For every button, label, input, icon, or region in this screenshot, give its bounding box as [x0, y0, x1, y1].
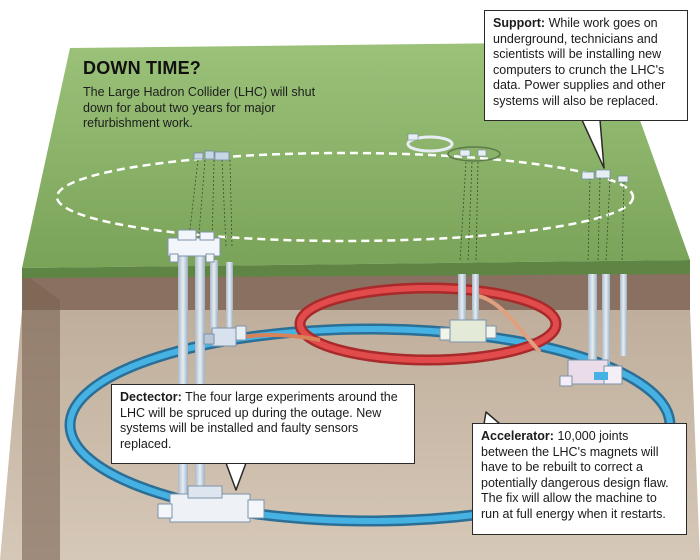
shaft-mid-1: [458, 274, 466, 322]
injector-ring-highlight: [297, 285, 559, 363]
title-block: DOWN TIME? The Large Hadron Collider (LH…: [83, 58, 323, 132]
detector-cavern-left: [203, 325, 247, 347]
detector-text: The four large experiments around the LH…: [120, 390, 398, 451]
detector-label: Dectector:: [120, 390, 182, 404]
support-text: While work goes on underground, technici…: [493, 16, 666, 108]
shaft-left-2: [195, 256, 205, 506]
earth-wall-shadow: [22, 272, 60, 560]
accelerator-callout: Accelerator: 10,000 joints between the L…: [472, 423, 687, 535]
shaft-left-1: [178, 256, 188, 506]
headline: DOWN TIME?: [83, 58, 201, 78]
accelerator-label: Accelerator:: [481, 429, 554, 443]
transfer-line-2: [477, 294, 542, 354]
access-building-left: [167, 229, 221, 263]
surface-building-left: [193, 150, 230, 161]
shaft-right-2: [602, 274, 610, 364]
intro-text: The Large Hadron Collider (LHC) will shu…: [83, 85, 316, 130]
surface-ring-outline: [55, 151, 635, 243]
detector-cavern-mid: [439, 319, 497, 343]
accelerator-text: 10,000 joints between the LHC's magnets …: [481, 429, 669, 521]
detector-callout: Dectector: The four large experiments ar…: [111, 384, 415, 464]
shaft-mid-2: [472, 274, 479, 322]
surface-building-right: [581, 169, 629, 183]
surface-building-mid: [406, 133, 501, 162]
shaft-left-3: [210, 260, 218, 330]
shaft-right-3: [620, 274, 627, 356]
support-label: Support:: [493, 16, 546, 30]
shaft-left-4: [226, 262, 233, 332]
shaft-right-1: [588, 274, 597, 364]
detector-cavern-front: [157, 485, 265, 523]
surface-front-edge: [22, 260, 690, 278]
detector-cavern-right: [559, 359, 623, 387]
support-callout: Support: While work goes on underground,…: [484, 10, 688, 121]
